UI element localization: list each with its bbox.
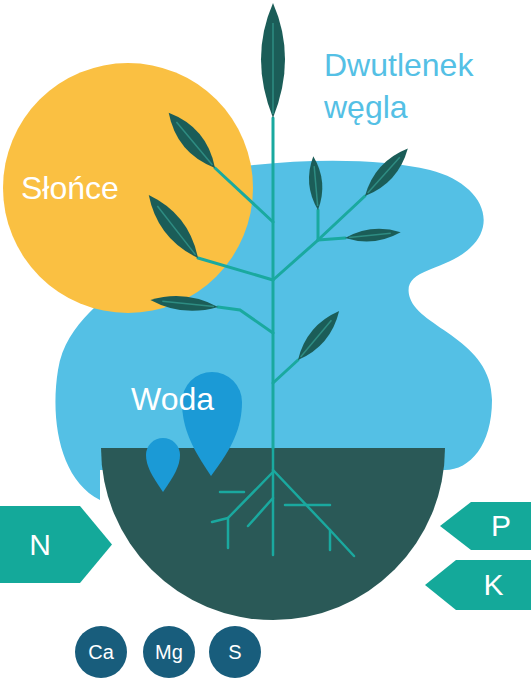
roots: [212, 448, 354, 556]
water-drops: [146, 372, 242, 492]
stem-branches: [198, 118, 365, 448]
node-label: Mg: [155, 641, 183, 664]
water-label: Woda: [131, 380, 251, 418]
nutrient-tag: K: [425, 560, 531, 610]
nutrient-tag-shape: [440, 502, 531, 550]
node-label: S: [228, 641, 241, 664]
soil: [101, 448, 445, 620]
node-label: K: [483, 568, 503, 602]
sun-circle: Słońce: [3, 63, 253, 313]
gas-label: Dwutlenek węgla: [324, 44, 529, 128]
nutrient-tag: P: [440, 502, 531, 550]
nutrient-circle: S: [209, 626, 261, 678]
leaves: [141, 3, 414, 365]
node-label: N: [29, 528, 51, 562]
nutrient-tag-shape: [425, 560, 531, 610]
node-label: Ca: [88, 641, 114, 664]
nutrient-circle: Mg: [143, 626, 195, 678]
nutrient-tag: N: [0, 506, 112, 583]
node-label: P: [491, 509, 511, 543]
nutrient-tag-shape: [0, 506, 112, 583]
nutrient-circle: Ca: [75, 626, 127, 678]
node-label: Słońce: [21, 170, 119, 207]
